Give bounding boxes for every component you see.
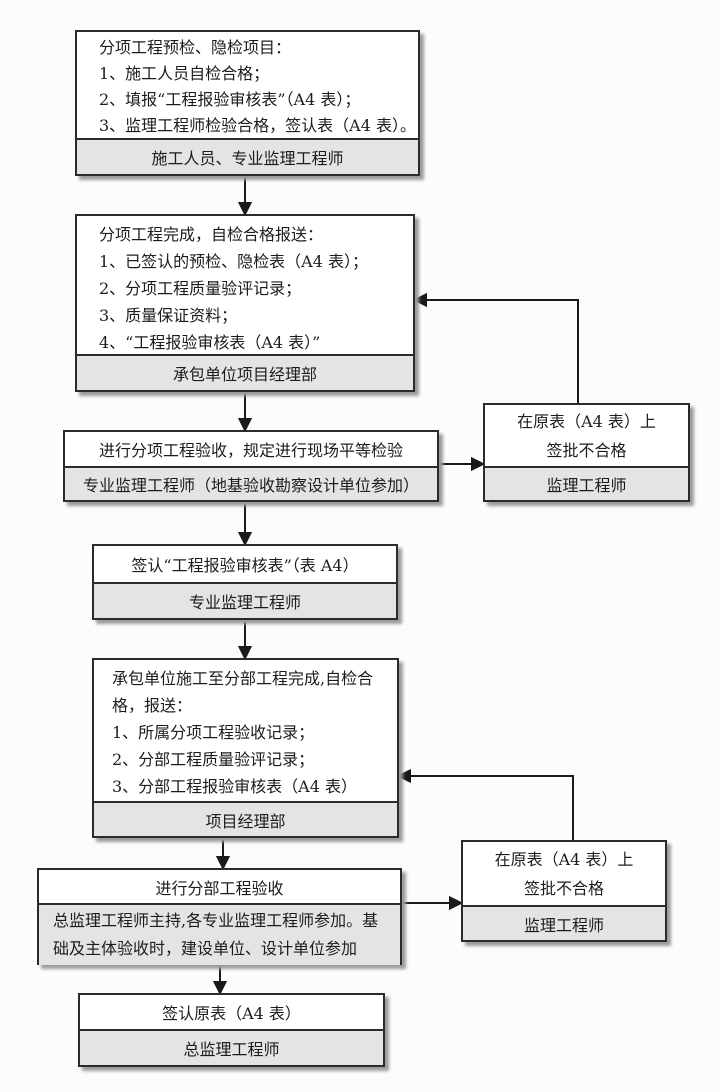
step5-line: 3、分部工程报验审核表（A4 表） bbox=[112, 777, 358, 796]
step4-responsible: 专业监理工程师 bbox=[94, 582, 396, 618]
arrowhead-step1-step2 bbox=[237, 202, 253, 217]
step5-body: 承包单位施工至分部工程完成,自检合 格，报送： 1、所属分项工程验收记录； 2、… bbox=[94, 660, 397, 801]
step7-box: 签认原表（A4 表） 总监理工程师 bbox=[78, 993, 385, 1067]
arrowhead-reject1-step2 bbox=[412, 292, 427, 308]
step6-responsible-line: 础及主体验收时，建设单位、设计单位参加 bbox=[53, 939, 358, 958]
step4-title: 签认“工程报验审核表”（表 A4） bbox=[131, 556, 359, 575]
arrowhead-step6-step7 bbox=[212, 981, 228, 996]
step7-title: 签认原表（A4 表） bbox=[162, 1004, 301, 1023]
step1-line: 3、监理工程师检验合格，签认表（A4 表）。 bbox=[99, 116, 417, 135]
step1-box: 分项工程预检、隐检项目： 1、施工人员自检合格； 2、填报“工程报验审核表”（A… bbox=[75, 30, 420, 176]
step2-responsible: 承包单位项目经理部 bbox=[77, 354, 413, 390]
step1-responsible: 施工人员、专业监理工程师 bbox=[77, 138, 418, 174]
step2-body: 分项工程完成，自检合格报送： 1、已签认的预检、隐检表（A4 表）； 2、分项工… bbox=[77, 216, 413, 354]
step4-box: 签认“工程报验审核表”（表 A4） 专业监理工程师 bbox=[92, 544, 398, 620]
step1-line: 分项工程预检、隐检项目： bbox=[99, 38, 292, 57]
reject2-line: 签批不合格 bbox=[523, 878, 604, 898]
arrowhead-step4-step5 bbox=[237, 646, 253, 661]
step3-title: 进行分项工程验收，规定进行现场平等检验 bbox=[98, 441, 403, 460]
step5-line: 2、分部工程质量验评记录； bbox=[112, 750, 315, 769]
reject1-responsible: 监理工程师 bbox=[485, 466, 688, 500]
reject1-body: 在原表（A4 表）上 签批不合格 bbox=[485, 405, 688, 466]
arrowhead-step3-reject1 bbox=[471, 456, 486, 472]
step6-responsible: 总监理工程师主持,各专业监理工程师参加。基 础及主体验收时，建设单位、设计单位参… bbox=[39, 903, 400, 965]
step2-line: 分项工程完成，自检合格报送： bbox=[99, 225, 324, 244]
arrow-reject2-step5 bbox=[410, 775, 574, 840]
step2-line: 2、分项工程质量验评记录； bbox=[99, 279, 302, 298]
step5-line: 1、所属分项工程验收记录； bbox=[112, 723, 315, 742]
reject2-box: 在原表（A4 表）上 签批不合格 监理工程师 bbox=[461, 840, 667, 942]
arrowhead-step3-step4 bbox=[237, 532, 253, 547]
reject1-box: 在原表（A4 表）上 签批不合格 监理工程师 bbox=[483, 403, 690, 502]
step7-responsible: 总监理工程师 bbox=[80, 1029, 383, 1065]
step1-line: 1、施工人员自检合格； bbox=[99, 64, 270, 83]
step5-box: 承包单位施工至分部工程完成,自检合 格，报送： 1、所属分项工程验收记录； 2、… bbox=[92, 658, 399, 838]
reject1-line: 在原表（A4 表）上 bbox=[517, 411, 656, 431]
step2-line: 1、已签认的预检、隐检表（A4 表）； bbox=[99, 252, 369, 271]
arrow-reject1-step2 bbox=[426, 299, 579, 403]
arrowhead-reject2-step5 bbox=[396, 768, 411, 784]
step6-title: 进行分部工程验收 bbox=[155, 878, 284, 898]
step3-box: 进行分项工程验收，规定进行现场平等检验 专业监理工程师（地基验收勘察设计单位参加… bbox=[63, 430, 439, 502]
step1-body: 分项工程预检、隐检项目： 1、施工人员自检合格； 2、填报“工程报验审核表”（A… bbox=[77, 32, 418, 138]
step2-box: 分项工程完成，自检合格报送： 1、已签认的预检、隐检表（A4 表）； 2、分项工… bbox=[75, 214, 415, 392]
arrowhead-step6-reject2 bbox=[449, 895, 464, 911]
reject2-body: 在原表（A4 表）上 签批不合格 bbox=[463, 842, 665, 905]
step2-line: 3、质量保证资料； bbox=[99, 306, 238, 325]
step1-line: 2、填报“工程报验审核表”（A4 表）； bbox=[99, 90, 361, 109]
step6-box: 进行分部工程验收 总监理工程师主持,各专业监理工程师参加。基 础及主体验收时，建… bbox=[37, 868, 402, 965]
step5-line: 格，报送： bbox=[112, 696, 193, 715]
step5-line: 承包单位施工至分部工程完成,自检合 bbox=[112, 669, 374, 688]
step3-responsible: 专业监理工程师（地基验收勘察设计单位参加） bbox=[65, 466, 437, 500]
arrowhead-step5-step6 bbox=[215, 856, 231, 871]
reject1-line: 签批不合格 bbox=[546, 440, 627, 460]
reject2-line: 在原表（A4 表）上 bbox=[494, 849, 634, 869]
arrowhead-step2-step3 bbox=[237, 418, 253, 433]
reject2-responsible: 监理工程师 bbox=[463, 905, 665, 940]
step6-responsible-line: 总监理工程师主持,各专业监理工程师参加。基 bbox=[53, 911, 379, 930]
step5-responsible: 项目经理部 bbox=[94, 801, 397, 836]
step2-line: 4、“工程报验审核表（A4 表）” bbox=[99, 333, 321, 352]
